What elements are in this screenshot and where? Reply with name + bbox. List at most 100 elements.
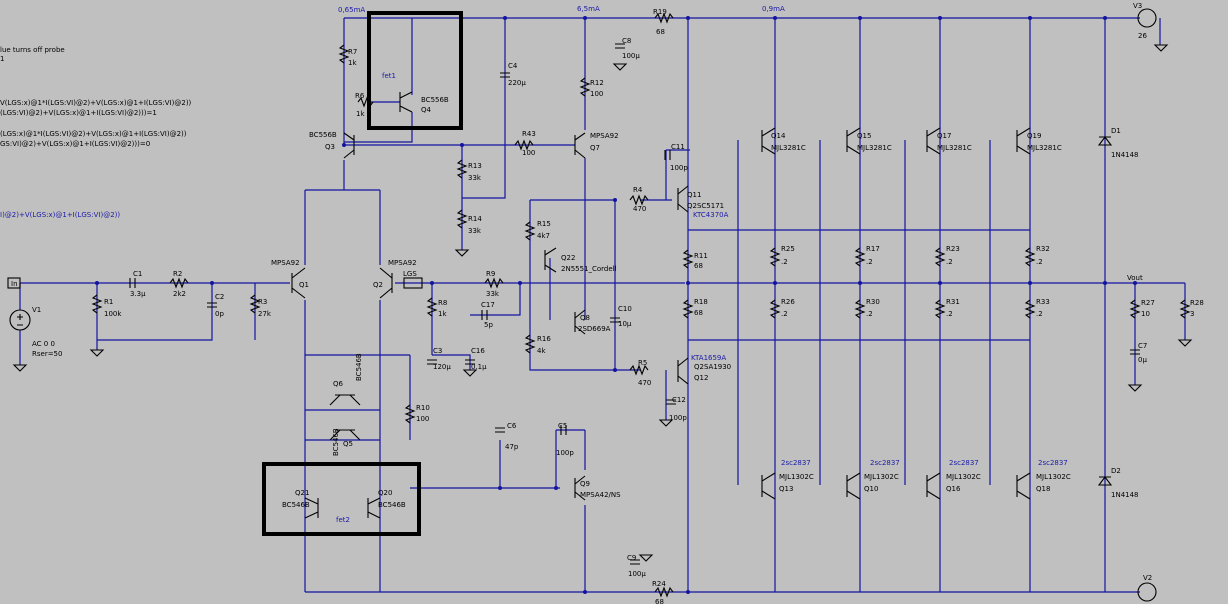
- component-label: C4: [508, 62, 518, 70]
- component-label: 4k: [537, 347, 546, 355]
- component-label: R4: [633, 186, 643, 194]
- component-label: MJL1302C: [779, 473, 814, 481]
- component-label: 1k: [348, 59, 357, 67]
- component-label: .2: [781, 258, 788, 266]
- component-label: 33k: [468, 174, 482, 182]
- component-label: R17: [866, 245, 880, 253]
- current-labels: 0,65mA 6,5mA 0,9mA: [338, 5, 785, 14]
- component-label: .2: [946, 258, 953, 266]
- component-label: 68: [656, 28, 665, 36]
- component-label: MJL1302C: [1036, 473, 1071, 481]
- component-label: C17: [481, 301, 495, 309]
- component-label: C12: [672, 396, 686, 404]
- component-label: Q18: [1036, 485, 1050, 493]
- component-label: 3: [1190, 310, 1194, 318]
- component-label: R27: [1141, 299, 1155, 307]
- fet2-label: fet2: [336, 516, 350, 524]
- component-label: 470: [633, 205, 646, 213]
- current-label: 0,9mA: [762, 5, 785, 13]
- vout-label: Vout: [1127, 274, 1143, 282]
- v2-label: V2: [1143, 574, 1152, 582]
- component-label: 100: [590, 90, 603, 98]
- annotation-line: (LGS:VI)@2)+V(LGS:x)@1+I(LGS:VI)@2)))=1: [0, 109, 157, 117]
- component-label: R31: [946, 298, 960, 306]
- component-label: Q7: [590, 144, 600, 152]
- annotation-line: 1: [0, 55, 4, 63]
- component-label: 220µ: [508, 79, 526, 87]
- v3-label: V3: [1133, 2, 1142, 10]
- component-label: 1N4148: [1111, 151, 1139, 159]
- component-label: 2sc2837: [781, 459, 811, 467]
- component-label: R5: [638, 359, 647, 367]
- component-label: MJL3281C: [937, 144, 972, 152]
- component-label: R30: [866, 298, 880, 306]
- component-label: Q4: [421, 106, 432, 114]
- component-label: C7: [1138, 342, 1147, 350]
- component-label: BC546B: [282, 501, 310, 509]
- component-label: Q14: [771, 132, 786, 140]
- sources: [7, 8, 1157, 602]
- v3-value: 26: [1138, 32, 1147, 40]
- component-label: 100p: [556, 449, 574, 457]
- component-label: Q2: [373, 281, 383, 289]
- annotation-line: I)@2)+V(LGS:x)@1+I(LGS:VI)@2)): [0, 211, 120, 219]
- component-label: D1: [1111, 127, 1121, 135]
- component-label: MPSA92: [388, 259, 417, 267]
- v1-label: V1: [32, 306, 41, 314]
- component-label: Q6: [333, 380, 344, 388]
- component-label: R3: [258, 298, 267, 306]
- component-label: R14: [468, 215, 482, 223]
- component-label: 10µ: [618, 320, 632, 328]
- transistors: [291, 91, 1031, 519]
- component-label: D2: [1111, 467, 1121, 475]
- component-label: R26: [781, 298, 795, 306]
- component-label: Q16: [946, 485, 961, 493]
- component-label: 2sc2837: [870, 459, 900, 467]
- component-label: 100µ: [628, 570, 646, 578]
- component-label: MPSA92: [590, 132, 619, 140]
- component-label: Q19: [1027, 132, 1041, 140]
- current-label: 0,65mA: [338, 6, 365, 14]
- component-label: .2: [1036, 310, 1043, 318]
- v1-ac-label: AC 0 0: [32, 340, 55, 348]
- current-label: 6,5mA: [577, 5, 600, 13]
- component-label: R16: [537, 335, 551, 343]
- component-label: C16: [471, 347, 485, 355]
- component-label: 68: [694, 262, 703, 270]
- component-label: BC546B: [355, 353, 363, 381]
- component-label: 2k2: [173, 290, 186, 298]
- diodes: [1097, 136, 1113, 486]
- component-label: .2: [781, 310, 788, 318]
- component-label: 68: [694, 309, 703, 317]
- component-label: R25: [781, 245, 795, 253]
- component-label: MJL3281C: [771, 144, 806, 152]
- component-label: .2: [1036, 258, 1043, 266]
- component-label: 0p: [215, 310, 224, 318]
- component-label: Q2SA1930: [694, 363, 731, 371]
- component-label: 47p: [505, 443, 519, 451]
- component-label: R2: [173, 270, 182, 278]
- component-label: 100: [522, 149, 535, 157]
- component-label: 33k: [468, 227, 482, 235]
- junctions: [95, 16, 1137, 594]
- component-label: MPSA42/NS: [580, 491, 621, 499]
- component-label: 470: [638, 379, 651, 387]
- component-label: .2: [866, 310, 873, 318]
- capacitors: [129, 43, 1140, 565]
- component-label: 5p: [484, 321, 493, 329]
- component-label: R15: [537, 220, 551, 228]
- component-label: C9: [627, 554, 636, 562]
- component-label: C11: [671, 143, 685, 151]
- annotation-line: (LGS:x)@1*I(LGS:VI)@2)+V(LGS:x)@1+I(LGS:…: [0, 130, 187, 138]
- component-label: 4k7: [537, 232, 550, 240]
- fet1-label: fet1: [382, 72, 396, 80]
- component-label: MJL3281C: [857, 144, 892, 152]
- component-label: 68: [655, 598, 664, 604]
- resistors: [91, 12, 1191, 598]
- component-labels: fet1 fet2 In Vout V1 AC 0 0 Rser=50 V2 V…: [11, 2, 1204, 604]
- annotation-text: lue turns off probe 1 V(LGS:x)@1*I(LGS:V…: [0, 46, 192, 219]
- component-label: 27k: [258, 310, 272, 318]
- component-label: R33: [1036, 298, 1050, 306]
- component-label: C8: [622, 37, 631, 45]
- component-label: 2N5551_Cordell: [561, 265, 617, 273]
